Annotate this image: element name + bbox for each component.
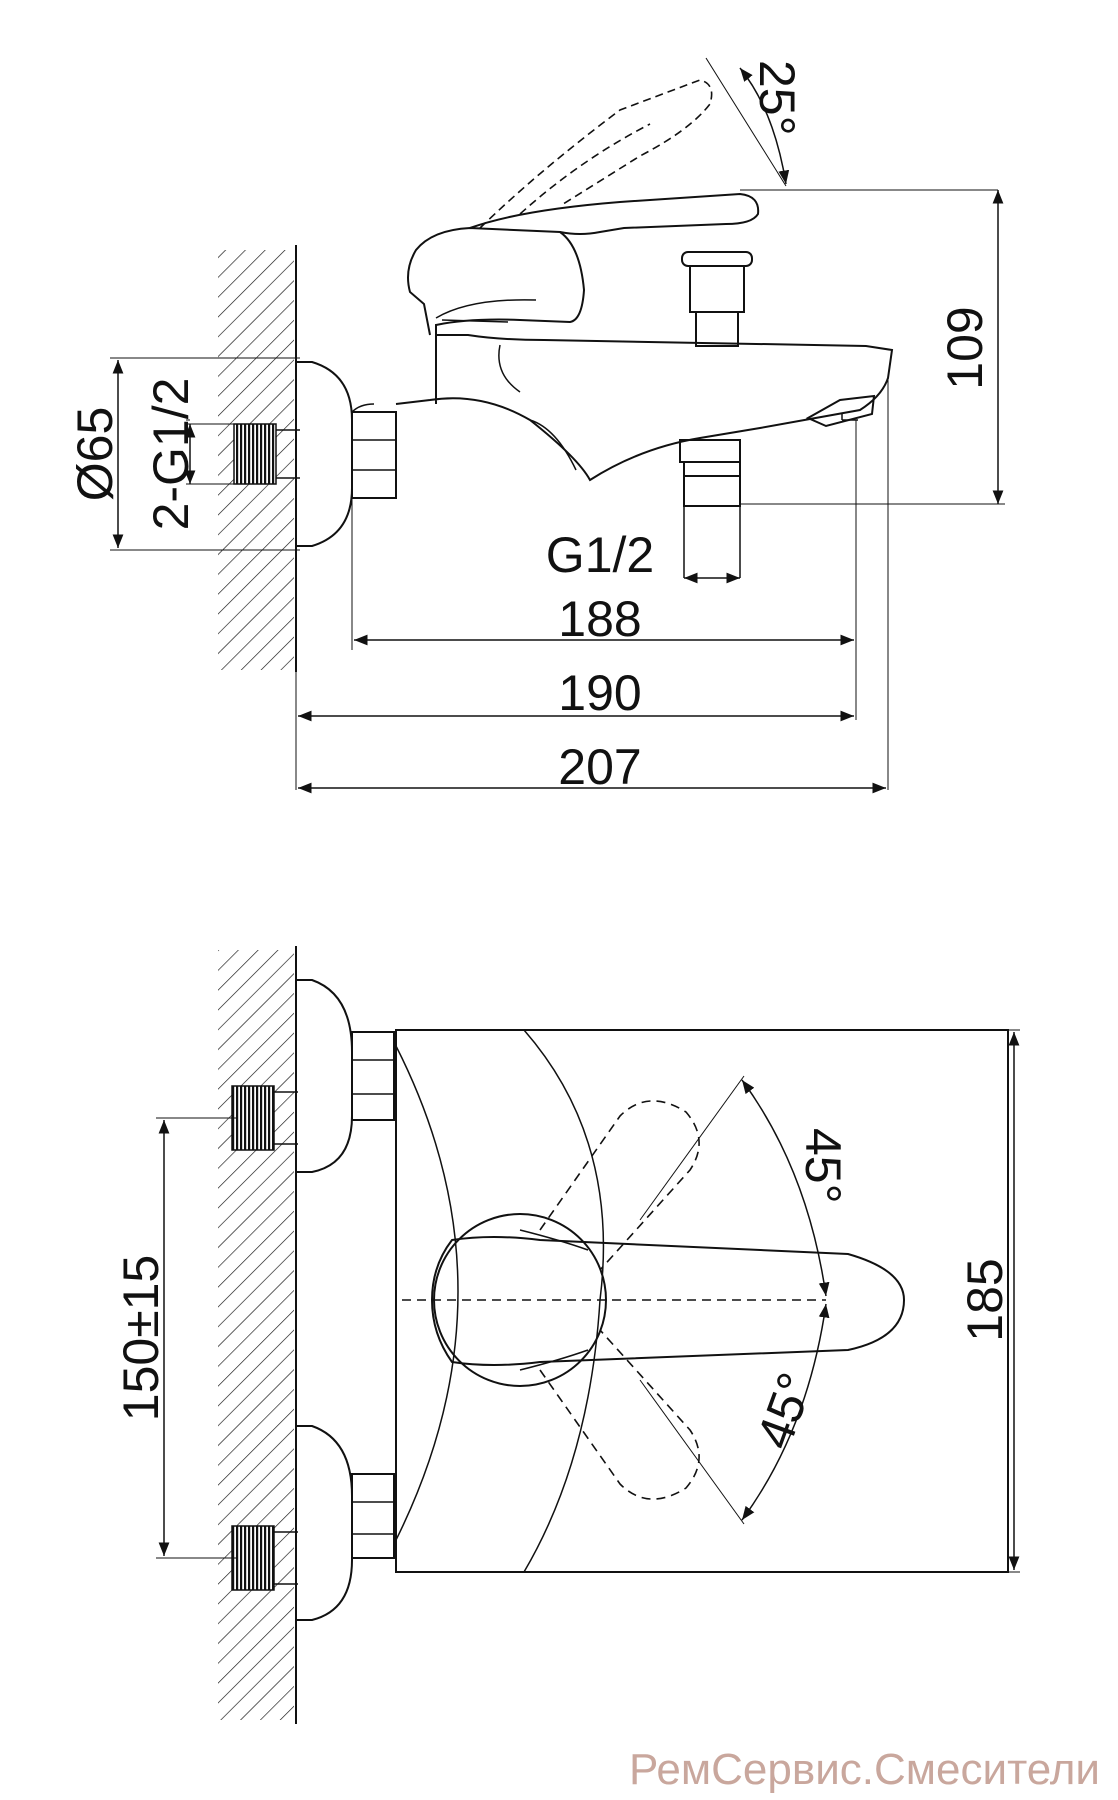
- flange-side: [296, 361, 353, 547]
- dim-projection-190: 190: [558, 665, 641, 721]
- dim-angle-45-upper: 45°: [795, 1128, 851, 1204]
- eccentric-nut-side: [351, 403, 397, 499]
- lever-side: [407, 192, 760, 336]
- dim-spout-188: 188: [558, 591, 641, 647]
- dim-centers-150: 150±15: [113, 1255, 169, 1421]
- dim-width-185: 185: [957, 1258, 1013, 1341]
- side-dimensions: [110, 57, 1005, 794]
- angle-arc-upper: [741, 1079, 830, 1297]
- inlet-pipe-side: [233, 423, 300, 485]
- flange-upper-top: [296, 979, 353, 1173]
- inlet-upper-top: [231, 979, 395, 1173]
- shower-outlet-side: [679, 439, 741, 578]
- wall-top: [218, 946, 297, 1724]
- flange-lower-top: [296, 1425, 353, 1621]
- top-dimensions: [156, 1029, 1020, 1573]
- watermark-text: РемСервис.Смесители: [629, 1745, 1100, 1794]
- dim-height-109: 109: [937, 306, 993, 389]
- dim-inlet-thread: 2-G1/2: [143, 378, 199, 531]
- dim-diameter-65: Ø65: [67, 407, 123, 502]
- inlet-lower-top: [231, 1425, 395, 1621]
- lever-top: [430, 1236, 906, 1366]
- mixer-body-side: [395, 334, 894, 482]
- spout-side: [805, 394, 876, 428]
- lever-raised-dashed: [479, 79, 713, 229]
- angle-arc-lower: [741, 1303, 830, 1521]
- side-view: [218, 79, 894, 672]
- dim-overall-207: 207: [558, 739, 641, 795]
- top-view: [218, 946, 1009, 1724]
- mixer-body-top: [395, 1029, 1009, 1573]
- dim-outlet-thread: G1/2: [546, 527, 654, 583]
- dim-angle-45-lower: 45°: [746, 1366, 824, 1456]
- dim-angle-25: 25°: [749, 60, 805, 136]
- angle-arc-25: [739, 67, 790, 185]
- lever-rotated-dashed: [402, 1100, 826, 1500]
- diverter-knob-side: [681, 251, 753, 347]
